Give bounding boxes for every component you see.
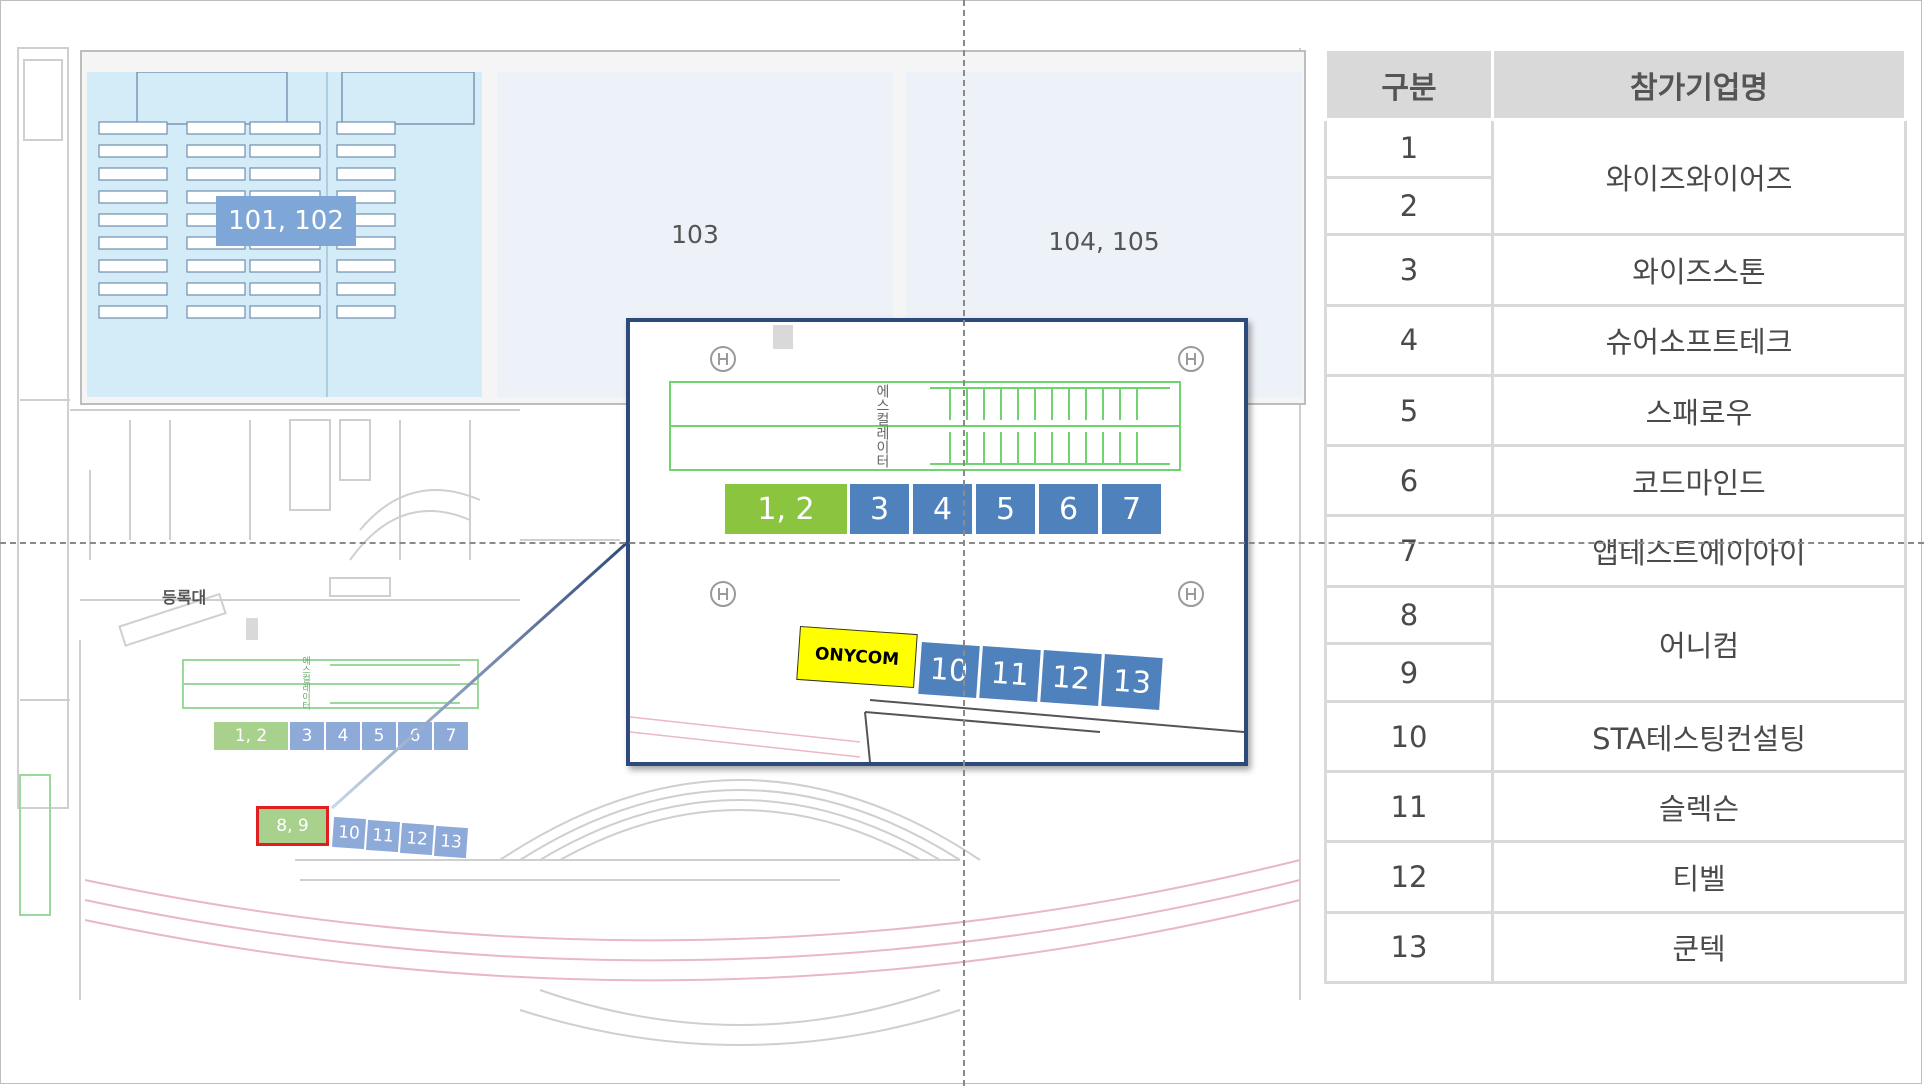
row-number: 3 [1324, 233, 1494, 307]
company-name: 티벨 [1491, 840, 1907, 914]
floor-booth-4: 4 [326, 722, 360, 750]
header-company-name: 참가기업명 [1491, 48, 1907, 121]
zoom-booth-6: 6 [1039, 484, 1098, 534]
zoom-booth-3: 3 [850, 484, 909, 534]
row-number: 7 [1324, 514, 1494, 588]
room-104-105-label: 104, 105 [1048, 227, 1160, 256]
row-number: 4 [1324, 303, 1494, 377]
zoom-booth-11: 11 [979, 646, 1041, 702]
company-name: 앱테스트에이아이 [1491, 514, 1907, 588]
company-name: 와이즈스톤 [1491, 233, 1907, 307]
registration-desk-label: 등록대 [162, 588, 207, 607]
row-number: 5 [1324, 373, 1494, 448]
zoom-lines [630, 325, 1244, 762]
guide-line-horizontal [0, 542, 1924, 544]
company-name: 쿤텍 [1491, 910, 1907, 985]
company-name: 코드마인드 [1491, 444, 1907, 518]
company-name: 와이즈와이어즈 [1491, 117, 1907, 237]
floor-escalator-label: 에스컬레이터 [300, 656, 310, 710]
zoom-booth-12: 12 [1040, 650, 1102, 706]
zoom-booth-7: 7 [1102, 484, 1161, 534]
floor-booth-5: 5 [362, 722, 396, 750]
row-number: 8 [1324, 584, 1494, 646]
zoom-booth-onycom: ONYCOM [796, 625, 918, 689]
zoom-escalator-label: 에스컬레이터 [874, 384, 890, 468]
row-number: 10 [1324, 700, 1494, 774]
zoom-booth-1-2: 1, 2 [725, 484, 847, 534]
company-name: 스패로우 [1491, 373, 1907, 448]
floor-booth-7: 7 [434, 722, 468, 750]
room-101-102-label: 101, 102 [216, 196, 356, 246]
table-row: 2 [1324, 175, 1906, 237]
row-number: 6 [1324, 444, 1494, 518]
row-number: 2 [1324, 175, 1494, 237]
floor-plan-lines [17, 47, 1301, 1046]
zoom-booth-5: 5 [976, 484, 1035, 534]
floor-booth-3: 3 [290, 722, 324, 750]
table-header-row: 구분 참가기업명 [1324, 48, 1907, 121]
company-name: 어니컴 [1491, 584, 1907, 704]
row-number: 9 [1324, 642, 1494, 704]
row-number: 1 [1324, 118, 1494, 179]
header-division: 구분 [1324, 48, 1494, 121]
row-number: 12 [1324, 840, 1494, 914]
row-number: 13 [1324, 910, 1494, 985]
floor-booth-1-2: 1, 2 [214, 722, 288, 750]
zoom-booth-10: 10 [918, 642, 980, 698]
row-number: 11 [1324, 770, 1494, 844]
floor-booth-8-9: 8, 9 [256, 806, 329, 846]
company-name: 슬렉슨 [1491, 770, 1907, 844]
table-row: 9 [1324, 642, 1906, 704]
callout-connector [330, 538, 632, 810]
zoom-booth-13: 13 [1101, 654, 1163, 710]
company-name: STA테스팅컨설팅 [1491, 700, 1907, 774]
company-name: 슈어소프트테크 [1491, 303, 1907, 377]
zoom-booth-4: 4 [913, 484, 972, 534]
room-103-label: 103 [671, 220, 719, 249]
